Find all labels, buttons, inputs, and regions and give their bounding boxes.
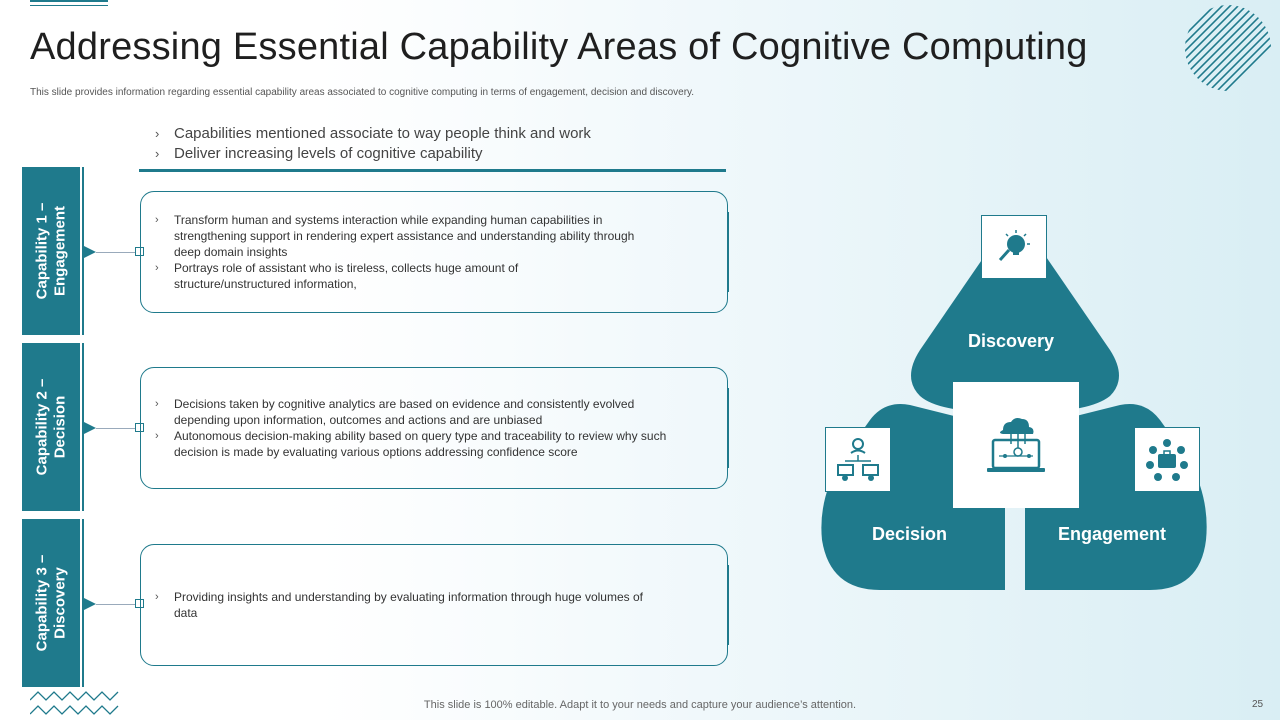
capability-1-card: › Transform human and systems interactio… [140, 191, 729, 313]
center-icon-box [953, 382, 1079, 508]
capability-1-label: Capability 1 – Engagement [33, 203, 69, 300]
slide-subtitle: This slide provides information regardin… [30, 87, 695, 98]
capability-3-connector [96, 604, 140, 605]
chevron-right-icon: › [155, 430, 159, 442]
capability-3-label: Capability 3 – Discovery [33, 555, 69, 652]
discovery-icon-box [981, 215, 1047, 279]
capability-label-line: Capability 2 – [33, 378, 51, 476]
capability-1-arrow [84, 246, 96, 258]
engagement-icon-box [1134, 427, 1200, 492]
top-accent-line [30, 0, 108, 6]
intro-point-text: Deliver increasing levels of cognitive c… [174, 145, 483, 162]
chevron-right-icon: › [155, 126, 160, 141]
zigzag-decoration [30, 691, 119, 715]
intro-point: › Deliver increasing levels of cognitive… [155, 144, 735, 164]
hatched-circle-decoration [1185, 5, 1271, 91]
decision-icon-box [825, 427, 891, 492]
capability-label-line: Discovery [51, 567, 69, 639]
bar-edge [82, 167, 84, 335]
engagement-label: Engagement [1058, 524, 1167, 544]
capability-1-connector [96, 252, 140, 253]
chevron-right-icon: › [155, 146, 160, 161]
intro-point-text: Capabilities mentioned associate to way … [174, 125, 591, 142]
card-edge-mark [727, 388, 729, 468]
cloud-computing-icon [987, 418, 1045, 472]
connector-dot [135, 247, 144, 256]
capability-2-bar: Capability 2 – Decision [22, 343, 84, 511]
capability-point-text: Transform human and systems interaction … [174, 213, 635, 259]
bar-edge [82, 519, 84, 687]
bar-edge [82, 343, 84, 511]
discovery-lobe [911, 238, 1119, 412]
capability-point-text: Portrays role of assistant who is tirele… [174, 261, 519, 291]
org-chart-icon [837, 437, 879, 481]
capability-point-text: Providing insights and understanding by … [174, 590, 643, 620]
card-edge-mark [727, 565, 729, 645]
capability-label-line: Engagement [51, 205, 69, 297]
chevron-right-icon: › [155, 398, 159, 410]
capability-point: › Transform human and systems interactio… [155, 212, 727, 260]
capability-point: › Portrays role of assistant who is tire… [155, 260, 727, 292]
intro-point: › Capabilities mentioned associate to wa… [155, 124, 735, 144]
team-circle-icon [1146, 438, 1188, 481]
intro-divider [139, 169, 726, 172]
capability-point: › Autonomous decision-making ability bas… [155, 428, 727, 460]
discovery-label: Discovery [968, 331, 1055, 351]
intro-points: › Capabilities mentioned associate to wa… [155, 124, 735, 164]
capability-label-line: Capability 1 – [33, 202, 51, 300]
chevron-right-icon: › [155, 214, 159, 226]
capability-diagram: Discovery Decision Engagement [810, 200, 1220, 600]
capability-3-card: › Providing insights and understanding b… [140, 544, 729, 666]
slide-title: Addressing Essential Capability Areas of… [30, 26, 1088, 68]
capability-point: › Providing insights and understanding b… [155, 589, 727, 621]
card-edge-mark [727, 212, 729, 292]
capability-2-arrow [84, 422, 96, 434]
page-number: 25 [1252, 699, 1264, 710]
capability-2-label: Capability 2 – Decision [33, 379, 69, 476]
connector-dot [135, 599, 144, 608]
chevron-right-icon: › [155, 591, 159, 603]
capability-2-card: › Decisions taken by cognitive analytics… [140, 367, 729, 489]
capability-3-arrow [84, 598, 96, 610]
decision-label: Decision [872, 524, 948, 544]
capability-point-text: Autonomous decision-making ability based… [174, 429, 667, 459]
lightbulb-magnifier-icon [998, 230, 1030, 262]
capability-label-line: Capability 3 – [33, 554, 51, 652]
capability-1-bar: Capability 1 – Engagement [22, 167, 84, 335]
footer-note: This slide is 100% editable. Adapt it to… [423, 699, 857, 711]
capability-2-connector [96, 428, 140, 429]
connector-dot [135, 423, 144, 432]
capability-point-text: Decisions taken by cognitive analytics a… [174, 397, 635, 427]
capability-3-bar: Capability 3 – Discovery [22, 519, 84, 687]
chevron-right-icon: › [155, 262, 159, 274]
capability-label-line: Decision [51, 395, 69, 459]
capability-point: › Decisions taken by cognitive analytics… [155, 396, 727, 428]
